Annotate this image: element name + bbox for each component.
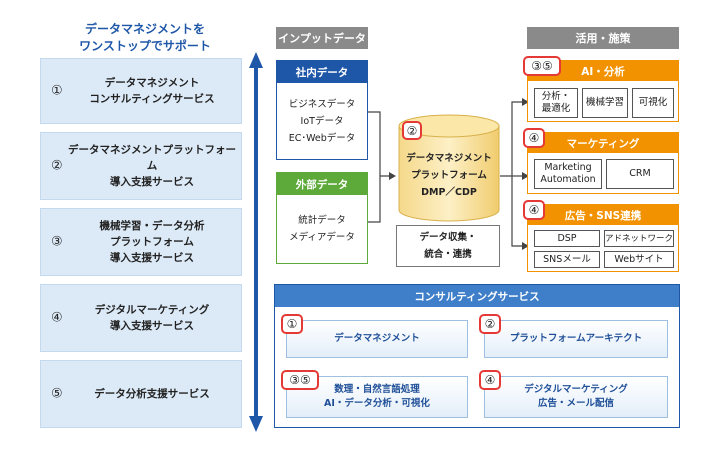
external-data-title: 外部データ — [277, 173, 367, 195]
marketing-box: マーケティング Marketing Automation CRM — [527, 132, 679, 194]
external-data-box: 外部データ 統計データ メディアデータ — [276, 172, 368, 264]
ads-title: 広告・SNS連携 — [528, 205, 678, 225]
consulting-title: コンサルティングサービス — [275, 285, 679, 307]
ads-cell: SNSメール — [534, 251, 600, 268]
service-item-1: ① データマネジメント コンサルティングサービス — [40, 58, 242, 124]
service-item-4: ④ デジタルマーケティング 導入支援サービス — [40, 284, 242, 352]
left-title: データマネジメントを ワンストップでサポート — [79, 22, 211, 53]
service-number: ④ — [51, 310, 63, 326]
ai-title: AI・分析 — [528, 61, 678, 81]
ai-cell: 可視化 — [632, 88, 674, 118]
service-item-2: ② データマネジメントプラットフォーム 導入支援サービス — [40, 132, 242, 200]
consulting-item-1: データマネジメント — [286, 320, 468, 358]
internal-data-title: 社内データ — [277, 61, 367, 83]
data-collect-box: データ収集・ 統合・連携 — [396, 225, 500, 267]
ads-box: 広告・SNS連携 DSP アドネットワーク SNSメール Webサイト — [527, 204, 679, 272]
platform-cylinder — [398, 114, 500, 222]
ai-cell: 分析・ 最適化 — [534, 88, 578, 118]
ads-cell: Webサイト — [604, 251, 674, 268]
ads-badge: ④ — [523, 200, 545, 220]
consulting-item-4: デジタルマーケティング 広告・メール配信 — [484, 376, 668, 418]
ai-box: AI・分析 分析・ 最適化 機械学習 可視化 — [527, 60, 679, 122]
consulting-badge: ② — [479, 314, 501, 334]
ai-cell: 機械学習 — [582, 88, 628, 118]
marketing-cell: CRM — [606, 159, 674, 189]
input-header: インプットデータ — [276, 27, 368, 49]
service-number: ⑤ — [51, 386, 63, 402]
usage-header: 活用・施策 — [527, 27, 679, 49]
service-label: データ分析支援サービス — [94, 388, 210, 400]
external-data-items: 統計データ メディアデータ — [289, 215, 355, 243]
ads-cell: アドネットワーク — [604, 230, 674, 247]
service-label: データマネジメントプラットフォーム 導入支援サービス — [68, 144, 236, 188]
service-label: データマネジメント コンサルティングサービス — [89, 77, 215, 105]
internal-data-items: ビジネスデータ IoTデータ EC･Webデータ — [288, 98, 356, 144]
consulting-badge: ① — [281, 314, 303, 334]
ads-cell: DSP — [534, 230, 600, 247]
service-label: デジタルマーケティング 導入支援サービス — [94, 304, 210, 332]
internal-data-box: 社内データ ビジネスデータ IoTデータ EC･Webデータ — [276, 60, 368, 160]
marketing-cell: Marketing Automation — [534, 159, 602, 189]
service-number: ① — [51, 83, 63, 99]
consulting-badge: ④ — [479, 370, 501, 390]
service-item-3: ③ 機械学習・データ分析 プラットフォーム 導入支援サービス — [40, 208, 242, 276]
marketing-title: マーケティング — [528, 133, 678, 153]
consulting-badge: ③⑤ — [281, 370, 319, 390]
marketing-badge: ④ — [523, 128, 545, 148]
consulting-item-2: プラットフォームアーキテクト — [484, 320, 668, 358]
platform-label: データマネジメント プラットフォーム DMP／CDP — [406, 152, 492, 198]
service-number: ③ — [51, 234, 63, 250]
double-arrow-icon — [249, 52, 263, 432]
service-item-5: ⑤ データ分析支援サービス — [40, 360, 242, 428]
ai-badge: ③⑤ — [523, 56, 561, 76]
service-label: 機械学習・データ分析 プラットフォーム 導入支援サービス — [99, 220, 205, 264]
service-number: ② — [51, 158, 63, 174]
platform-badge: ② — [402, 121, 422, 140]
